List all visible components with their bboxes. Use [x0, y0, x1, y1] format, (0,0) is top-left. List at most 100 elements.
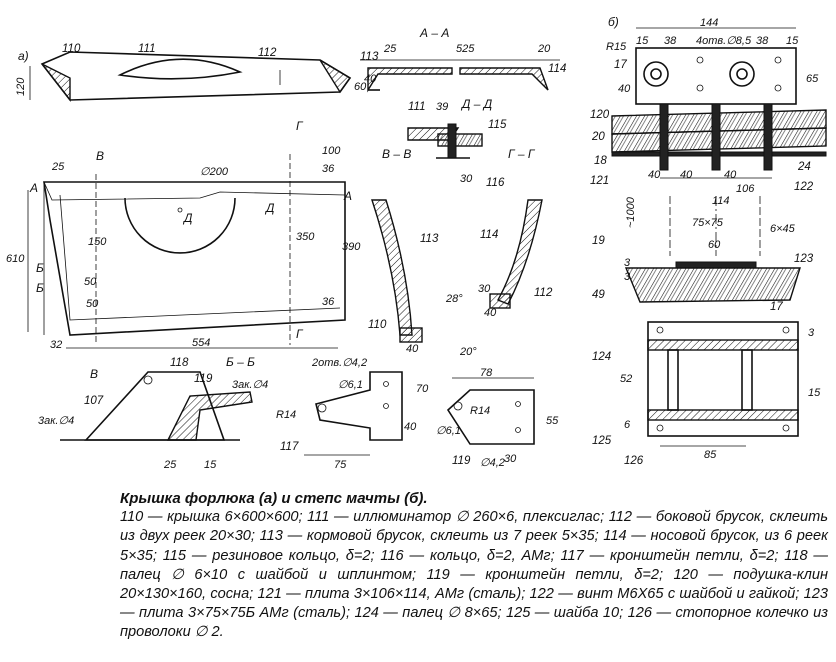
dim-3-b: 3: [624, 271, 631, 283]
part-24: 24: [797, 161, 811, 173]
section-mark-d1: Д: [182, 211, 193, 225]
dim-25-plan: 25: [51, 161, 65, 173]
section-mark-d2: Д: [264, 201, 275, 215]
dim-diam42: ∅4,2: [480, 457, 505, 469]
dim-65: 65: [806, 73, 819, 85]
dim-390: 390: [342, 241, 361, 253]
dim-2otv: 2отв.∅4,2: [311, 357, 367, 369]
dim-20deg: 20°: [459, 346, 477, 358]
hinge-bracket-117: [304, 371, 403, 456]
section-b-b: [60, 371, 253, 441]
dim-36-top: 36: [322, 163, 335, 175]
zak-diam4-2: 3ак.∅4: [38, 415, 74, 427]
dim-40-b2: 40: [724, 169, 737, 181]
part-20: 20: [591, 131, 605, 143]
part-17-top: 17: [614, 59, 627, 71]
dim-75: 75: [334, 459, 347, 471]
dim-554: 554: [192, 337, 210, 349]
section-mark-b1: Б: [36, 261, 44, 275]
part-117: 117: [280, 441, 299, 453]
section-v-v: [371, 199, 423, 343]
dim-610: 610: [6, 253, 25, 265]
part-122: 122: [794, 181, 814, 193]
part-19: 19: [592, 235, 605, 247]
caption-title: Крышка форлюка (а) и степс мачты (б).: [120, 490, 428, 507]
dim-85: 85: [704, 449, 717, 461]
view-b-label: б): [608, 15, 619, 29]
part-111-dd: 111: [408, 101, 425, 113]
dim-78: 78: [480, 367, 493, 379]
dim-150: 150: [88, 236, 107, 248]
part-107: 107: [84, 395, 104, 407]
section-d-d: [407, 123, 483, 159]
dim-20-aa: 20: [537, 43, 551, 55]
part-110-vv: 110: [368, 319, 387, 331]
part-114-gg: 114: [480, 229, 498, 241]
deck-section: [611, 103, 827, 179]
part-121: 121: [590, 175, 609, 187]
cover-3d-view: [29, 51, 352, 103]
dim-15-bb: 15: [204, 459, 217, 471]
dim-40-vv: 40: [406, 343, 419, 355]
dim-36-bot: 36: [322, 296, 335, 308]
dim-100: 100: [322, 145, 341, 157]
part-119-b: 119: [452, 455, 471, 467]
section-mark-v1: В: [96, 149, 104, 163]
dim-30-dd: 30: [460, 173, 473, 185]
dim-60-aa: 60: [354, 81, 367, 93]
dim-4otv: 4отв.∅8,5: [696, 35, 752, 47]
section-label-d-d: Д – Д: [460, 97, 493, 111]
part-116: 116: [486, 177, 505, 189]
zak-diam4-1: 3ак.∅4: [232, 379, 268, 391]
dim-32: 32: [50, 339, 62, 351]
cover-plan-view: [27, 154, 346, 349]
part-115: 115: [488, 119, 507, 131]
dim-diam200: ∅200: [200, 166, 229, 178]
dim-30-gg: 30: [478, 283, 491, 295]
dim-25-bb: 25: [163, 459, 177, 471]
dim-6x45: 6×45: [770, 223, 796, 235]
part-112-gg: 112: [534, 287, 553, 299]
dim-diam61-117: ∅6,1: [338, 379, 363, 391]
section-label-a-a: А – А: [419, 26, 449, 40]
dim-525: 525: [456, 43, 475, 55]
section-mark-a1: А: [29, 181, 38, 195]
dim-106: 106: [736, 183, 755, 195]
part-114: 114: [548, 63, 566, 75]
dim-38-l: 38: [664, 35, 677, 47]
dim-40-b3: 40: [648, 169, 661, 181]
dim-3-a: 3: [624, 257, 631, 269]
part-49: 49: [592, 289, 605, 301]
dim-114: 114: [712, 195, 730, 207]
dim-r15: R15: [606, 41, 627, 53]
dim-75x75: 75×75: [692, 217, 724, 229]
dim-52: 52: [620, 373, 632, 385]
technical-drawing: а) 110 111 112 120 А – А 113 114 25 525 …: [6, 15, 827, 471]
mast-foot: [624, 196, 801, 303]
view-a-label: а): [18, 49, 29, 63]
section-label-b-b: Б – Б: [226, 355, 255, 369]
figure-caption: Крышка форлюка (а) и степс мачты (б). 11…: [120, 489, 828, 643]
dim-15-r: 15: [786, 35, 799, 47]
dim-15-l: 15: [636, 35, 649, 47]
dim-r14-117: R14: [276, 409, 296, 421]
dim-r14-119: R14: [470, 405, 490, 417]
part-124: 124: [592, 351, 611, 363]
caption-text: 110 — крышка 6×600×600; 111 — иллюминато…: [120, 509, 828, 641]
part-112: 112: [258, 47, 277, 59]
part-110: 110: [62, 43, 81, 55]
dim-1000: ~1000: [625, 196, 637, 228]
part-113: 113: [360, 51, 379, 63]
dim-39: 39: [436, 101, 448, 113]
dim-3-c: 3: [808, 327, 815, 339]
step-plate-bottom: [647, 321, 799, 447]
dim-40-b1: 40: [680, 169, 693, 181]
section-mark-a2: А: [343, 189, 352, 203]
part-119: 119: [194, 373, 213, 385]
part-125: 125: [592, 435, 612, 447]
dim-55: 55: [546, 415, 559, 427]
section-label-g-g: Г – Г: [508, 147, 536, 161]
part-120: 120: [590, 109, 610, 121]
dim-120: 120: [15, 77, 27, 96]
dim-6: 6: [624, 419, 631, 431]
